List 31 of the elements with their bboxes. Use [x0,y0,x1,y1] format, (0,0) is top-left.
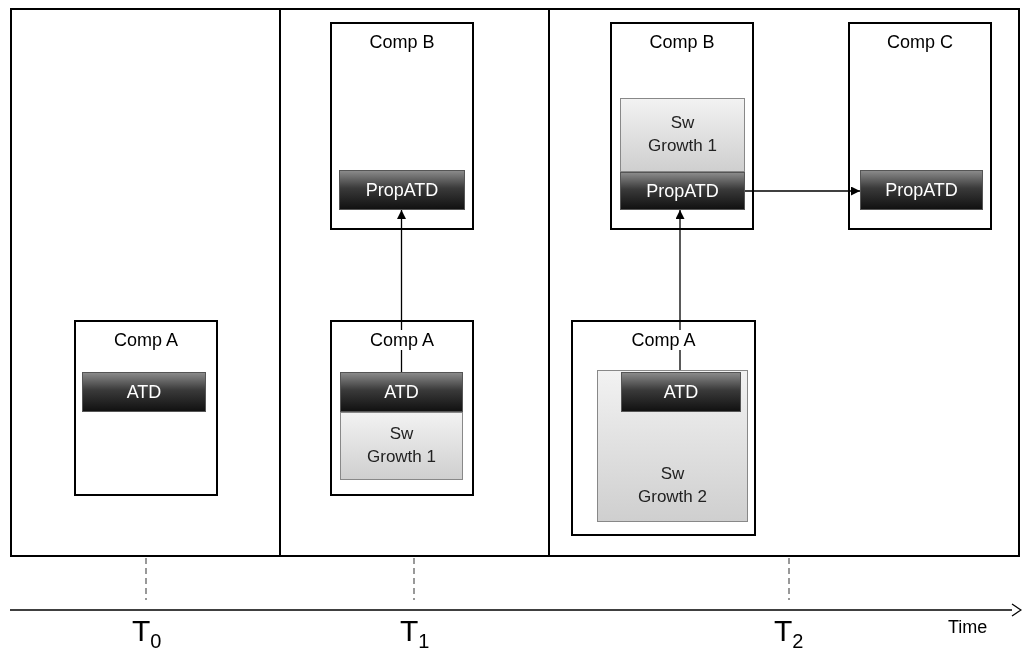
component-label: Comp B [648,32,716,52]
time-label: T$_{1}$ [400,616,430,646]
time-panel [10,8,281,557]
module-block: ATD [82,372,206,412]
module-block: PropATD [860,170,983,210]
growth-block [597,370,748,522]
module-block: PropATD [620,172,745,210]
component-box [571,320,756,536]
growth-block: Sw Growth 1 [620,98,745,172]
component-box [74,320,218,496]
time-panel [279,8,550,557]
component-label: Comp A [369,330,435,350]
growth-block: Sw Growth 1 [340,412,463,480]
module-block: ATD [340,372,463,412]
component-label: Comp B [368,32,436,52]
component-box [330,320,474,496]
module-block: ATD [621,372,741,412]
block-label: Sw Growth 2 [637,463,708,509]
time-label: T$_{2}$ [774,616,804,646]
time-label: T$_{0}$ [132,616,162,646]
arrow [744,186,861,196]
component-label: Comp A [113,330,179,350]
axis-label: Time [948,618,988,636]
arrow [397,209,406,373]
component-box [848,22,992,230]
component-box [610,22,754,230]
component-box [330,22,474,230]
component-label: Comp A [630,330,697,350]
time-panel [548,8,1020,557]
component-label: Comp C [886,32,954,52]
module-block: PropATD [339,170,465,210]
